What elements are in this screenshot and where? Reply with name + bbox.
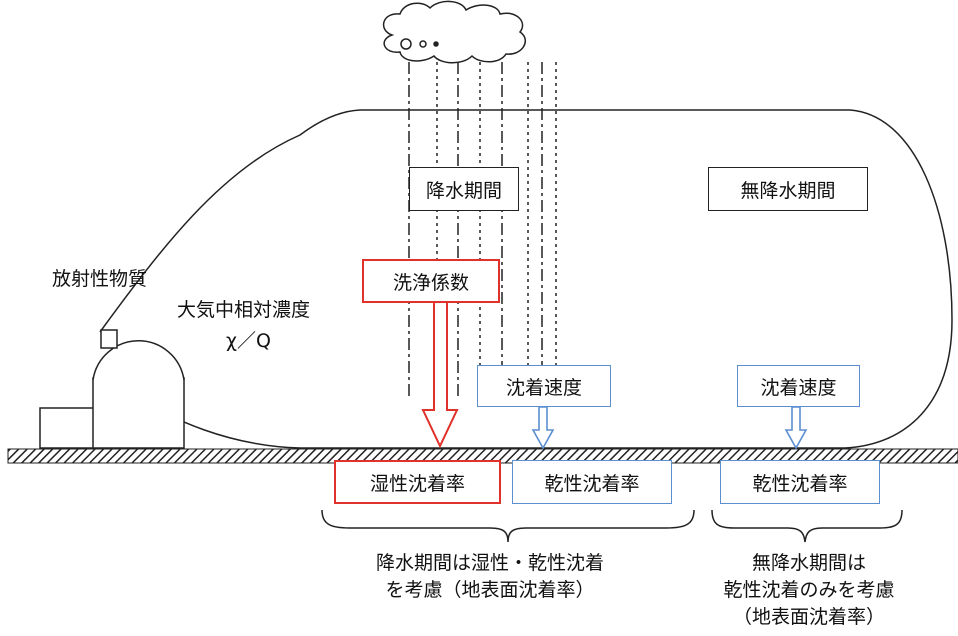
- brace-rain-period: [321, 509, 695, 543]
- caption-rain-period: 降水期間は湿性・乾性沈着 を考慮（地表面沈着率）: [350, 550, 630, 604]
- washout-coefficient-box: 洗浄係数: [362, 259, 500, 303]
- dry-deposition-rate-box-dry: 乾性沈着率: [720, 460, 880, 504]
- plume-outline: [99, 109, 953, 449]
- caption-rain-line2: を考慮（地表面沈着率）: [385, 578, 595, 601]
- cloud-icon: [382, 0, 526, 64]
- rain-lines: [408, 62, 557, 397]
- concentration-symbol: χ／Q: [226, 330, 271, 352]
- caption-dry-period: 無降水期間は 乾性沈着のみを考慮 （地表面沈着率）: [714, 550, 904, 631]
- wet-deposition-arrow: [421, 301, 459, 449]
- caption-dry-line1: 無降水期間は: [751, 552, 866, 574]
- concentration-label: 大気中相対濃度: [177, 299, 311, 321]
- deposition-velocity-box-rain: 沈着速度: [477, 365, 611, 407]
- caption-dry-line3: （地表面沈着率）: [732, 605, 885, 628]
- dry-deposition-arrow-rain: [531, 406, 555, 450]
- wet-deposition-rate-box: 湿性沈着率: [334, 460, 501, 504]
- precip-period-box: 降水期間: [409, 167, 519, 211]
- no-precip-period-box: 無降水期間: [708, 167, 868, 211]
- dry-deposition-rate-box-rain: 乾性沈着率: [512, 460, 672, 504]
- dry-deposition-arrow-dry: [784, 406, 808, 450]
- brace-dry-period: [711, 509, 903, 543]
- caption-rain-line1: 降水期間は湿性・乾性沈着: [375, 552, 604, 574]
- caption-dry-line2: 乾性沈着のみを考慮: [723, 578, 895, 601]
- deposition-velocity-box-dry: 沈着速度: [737, 365, 860, 407]
- facility-building: [39, 329, 185, 449]
- substance-label: 放射性物質: [52, 268, 148, 290]
